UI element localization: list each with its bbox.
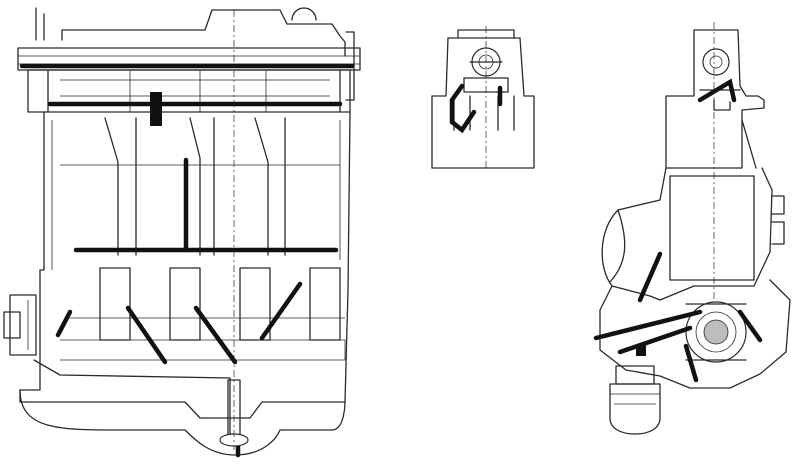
- side-section-view: [593, 22, 791, 435]
- front-pulley: [3, 294, 37, 356]
- side-head: [665, 22, 765, 350]
- side-block: [599, 167, 791, 389]
- front-section-view: [3, 7, 361, 458]
- oil-filter: [609, 365, 661, 435]
- valve-cover-front: [17, 7, 361, 101]
- head-detail-view: [431, 26, 535, 170]
- side-crank-gear: [685, 301, 747, 363]
- oil-pump-pickup: [219, 10, 249, 450]
- engine-block-front: [19, 111, 351, 456]
- oil-passages-front: [19, 63, 355, 458]
- oil-passages-side: [593, 251, 763, 383]
